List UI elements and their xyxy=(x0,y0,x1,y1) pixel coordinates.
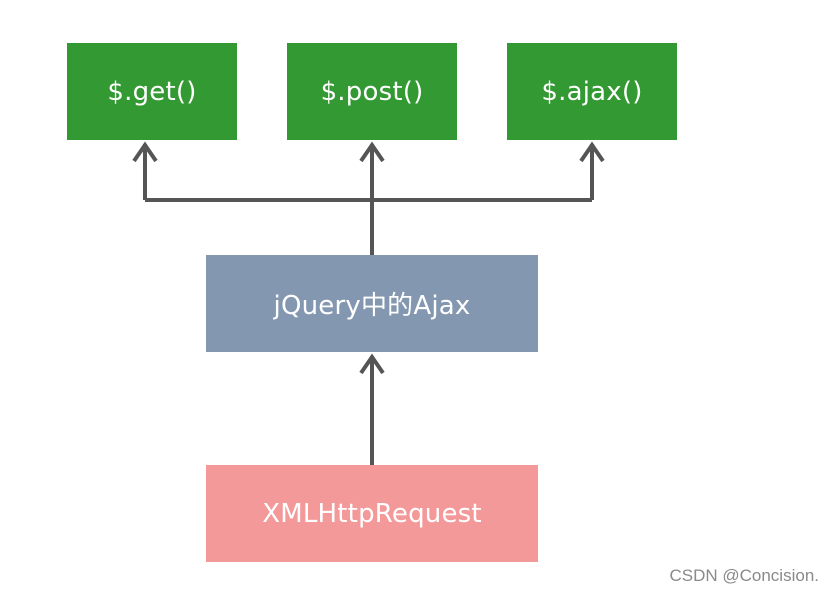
arrowhead-jquery-icon xyxy=(359,353,385,375)
node-ajax: $.ajax() xyxy=(507,43,677,140)
arrowhead-post-icon xyxy=(359,141,385,163)
watermark: CSDN @Concision. xyxy=(669,566,819,585)
arrowhead-get-icon xyxy=(132,141,158,163)
node-jquery-ajax: jQuery中的Ajax xyxy=(206,255,538,352)
node-post: $.post() xyxy=(287,43,457,140)
node-get: $.get() xyxy=(67,43,237,140)
arrowhead-ajax-icon xyxy=(579,141,605,163)
node-xmlhttprequest: XMLHttpRequest xyxy=(206,465,538,562)
